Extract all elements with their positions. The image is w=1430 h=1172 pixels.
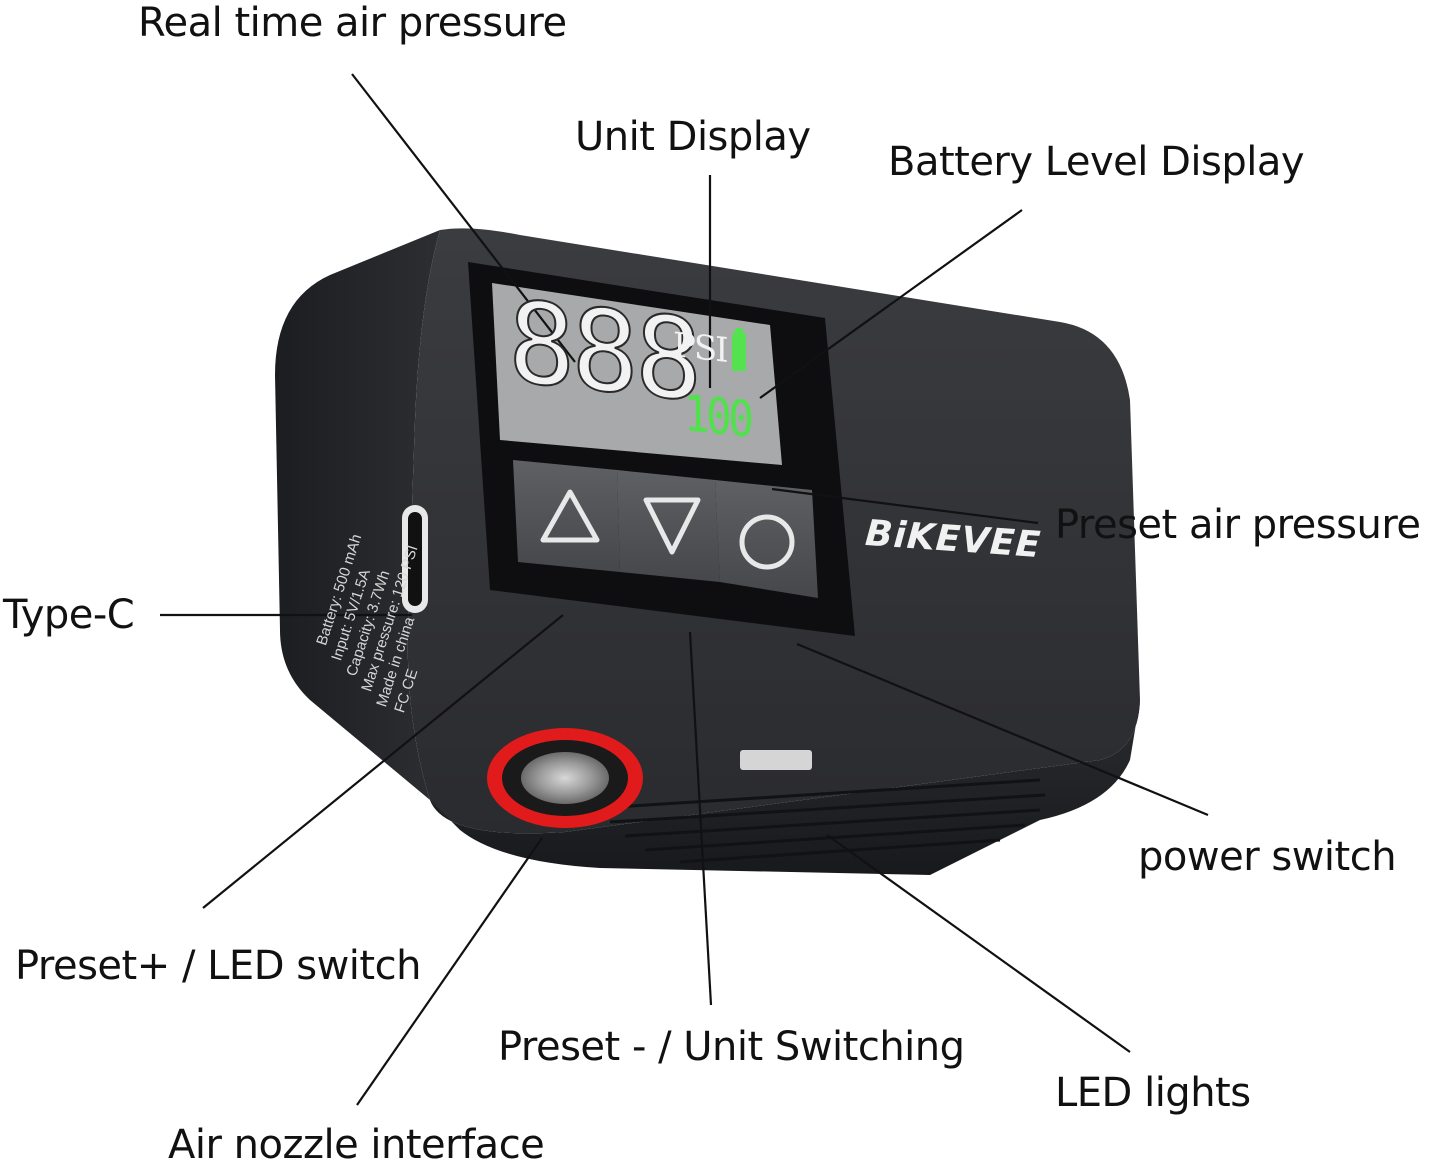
unit-label: PSI: [673, 325, 727, 371]
callout-led-lights: LED lights: [1055, 1070, 1251, 1116]
callout-battery-level-display: Battery Level Display: [888, 139, 1305, 185]
up-triangle-icon: [540, 489, 600, 543]
device-left-face: [275, 230, 440, 800]
callout-power-switch: power switch: [1138, 834, 1397, 880]
callout-air-nozzle-interface: Air nozzle interface: [168, 1122, 545, 1168]
power-switch-slider: [740, 750, 812, 770]
led-vent-grille: [599, 778, 1046, 864]
preset-minus-button[interactable]: [617, 470, 720, 582]
preset-plus-button[interactable]: [513, 460, 620, 572]
callout-preset-air-pressure: Preset air pressure: [1055, 502, 1421, 548]
leader-preset-minus: [688, 631, 713, 1006]
leader-real-time: [351, 73, 576, 363]
preset-pressure-digits: 100: [684, 384, 751, 449]
leader-preset-plus: [202, 614, 564, 909]
main-pressure-digits: 888: [507, 276, 699, 428]
leader-lines: [160, 73, 1209, 1106]
leader-preset: [771, 487, 1039, 525]
callout-preset-plus-led-switch: Preset+ / LED switch: [15, 943, 421, 989]
callout-unit-display: Unit Display: [575, 114, 811, 160]
leader-led-lights: [826, 834, 1131, 1053]
control-panel: [468, 262, 855, 636]
leader-nozzle: [356, 837, 543, 1106]
leader-battery: [759, 209, 1023, 399]
down-triangle-icon: [643, 497, 701, 555]
battery-level-icon: [732, 328, 746, 371]
callout-type-c: Type-C: [3, 592, 135, 638]
callout-real-time-air-pressure: Real time air pressure: [138, 0, 567, 46]
air-nozzle: [487, 728, 643, 828]
power-button[interactable]: [715, 480, 818, 598]
type-c-port: [402, 505, 428, 613]
leader-power-switch: [796, 642, 1209, 817]
power-circle-icon: [739, 514, 795, 570]
callout-preset-minus-unit-switching: Preset - / Unit Switching: [498, 1024, 965, 1070]
device-bottom-face: [430, 700, 1140, 875]
